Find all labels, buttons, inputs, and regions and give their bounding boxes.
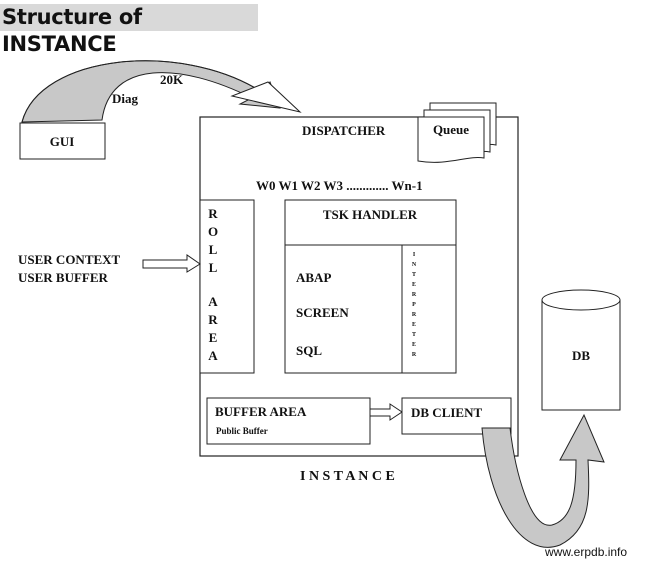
queue-label: Queue <box>433 122 469 137</box>
diag-arrow <box>21 60 281 123</box>
svg-text:R: R <box>412 352 417 358</box>
buffer-to-client-arrow <box>369 403 403 421</box>
svg-text:O: O <box>208 224 218 239</box>
db-arrow <box>481 413 605 548</box>
db-client-label: DB CLIENT <box>411 405 482 420</box>
svg-text:L: L <box>209 260 218 275</box>
abap-label: ABAP <box>296 270 331 285</box>
svg-text:E: E <box>412 282 416 288</box>
svg-text:E: E <box>412 322 416 328</box>
page-title: Structure of INSTANCE <box>0 4 258 56</box>
svg-text:T: T <box>412 272 416 278</box>
svg-text:R: R <box>412 292 417 298</box>
screen-label: SCREEN <box>296 305 349 320</box>
svg-text:R: R <box>208 206 218 221</box>
dispatcher-label: DISPATCHER <box>302 123 386 138</box>
svg-text:A: A <box>208 348 218 363</box>
interpreter-label: I N T E R P R E T E R <box>412 252 417 358</box>
svg-text:R: R <box>412 312 417 318</box>
watermark: www.erpdb.info <box>544 545 627 559</box>
diag-label: Diag <box>112 91 139 106</box>
svg-text:P: P <box>412 302 416 308</box>
svg-text:E: E <box>209 330 218 345</box>
roll-area-box <box>199 199 255 374</box>
instance-label: I N S T A N C E <box>300 469 395 484</box>
tsk-handler-label: TSK HANDLER <box>323 207 418 222</box>
tsk-handler-box <box>284 199 457 246</box>
db-cylinder: DB <box>541 289 621 411</box>
size-label: 20K <box>160 72 184 87</box>
svg-text:T: T <box>412 332 416 338</box>
svg-text:L: L <box>209 242 218 257</box>
gui-box <box>19 122 106 160</box>
sql-label: SQL <box>296 343 322 358</box>
svg-text:R: R <box>208 312 218 327</box>
user-context-label: USER CONTEXT <box>18 252 121 267</box>
user-buffer-label: USER BUFFER <box>18 270 109 285</box>
roll-area-label: R O L L A R E A <box>208 206 218 363</box>
svg-text:E: E <box>412 342 416 348</box>
db-label: DB <box>572 348 590 363</box>
svg-text:N: N <box>412 262 417 268</box>
queue-icon: Queue <box>417 102 497 163</box>
svg-text:I: I <box>413 252 416 258</box>
buffer-area-box <box>206 397 371 445</box>
work-processes-label: W0 W1 W2 W3 ............. Wn-1 <box>256 178 423 193</box>
buffer-area-label: BUFFER AREA <box>215 404 307 419</box>
svg-text:A: A <box>208 294 218 309</box>
processors-box <box>284 244 457 374</box>
public-buffer-label: Public Buffer <box>216 426 268 436</box>
user-context-arrow <box>142 254 201 273</box>
diag-arrowhead <box>230 81 302 113</box>
gui-label: GUI <box>50 134 75 149</box>
